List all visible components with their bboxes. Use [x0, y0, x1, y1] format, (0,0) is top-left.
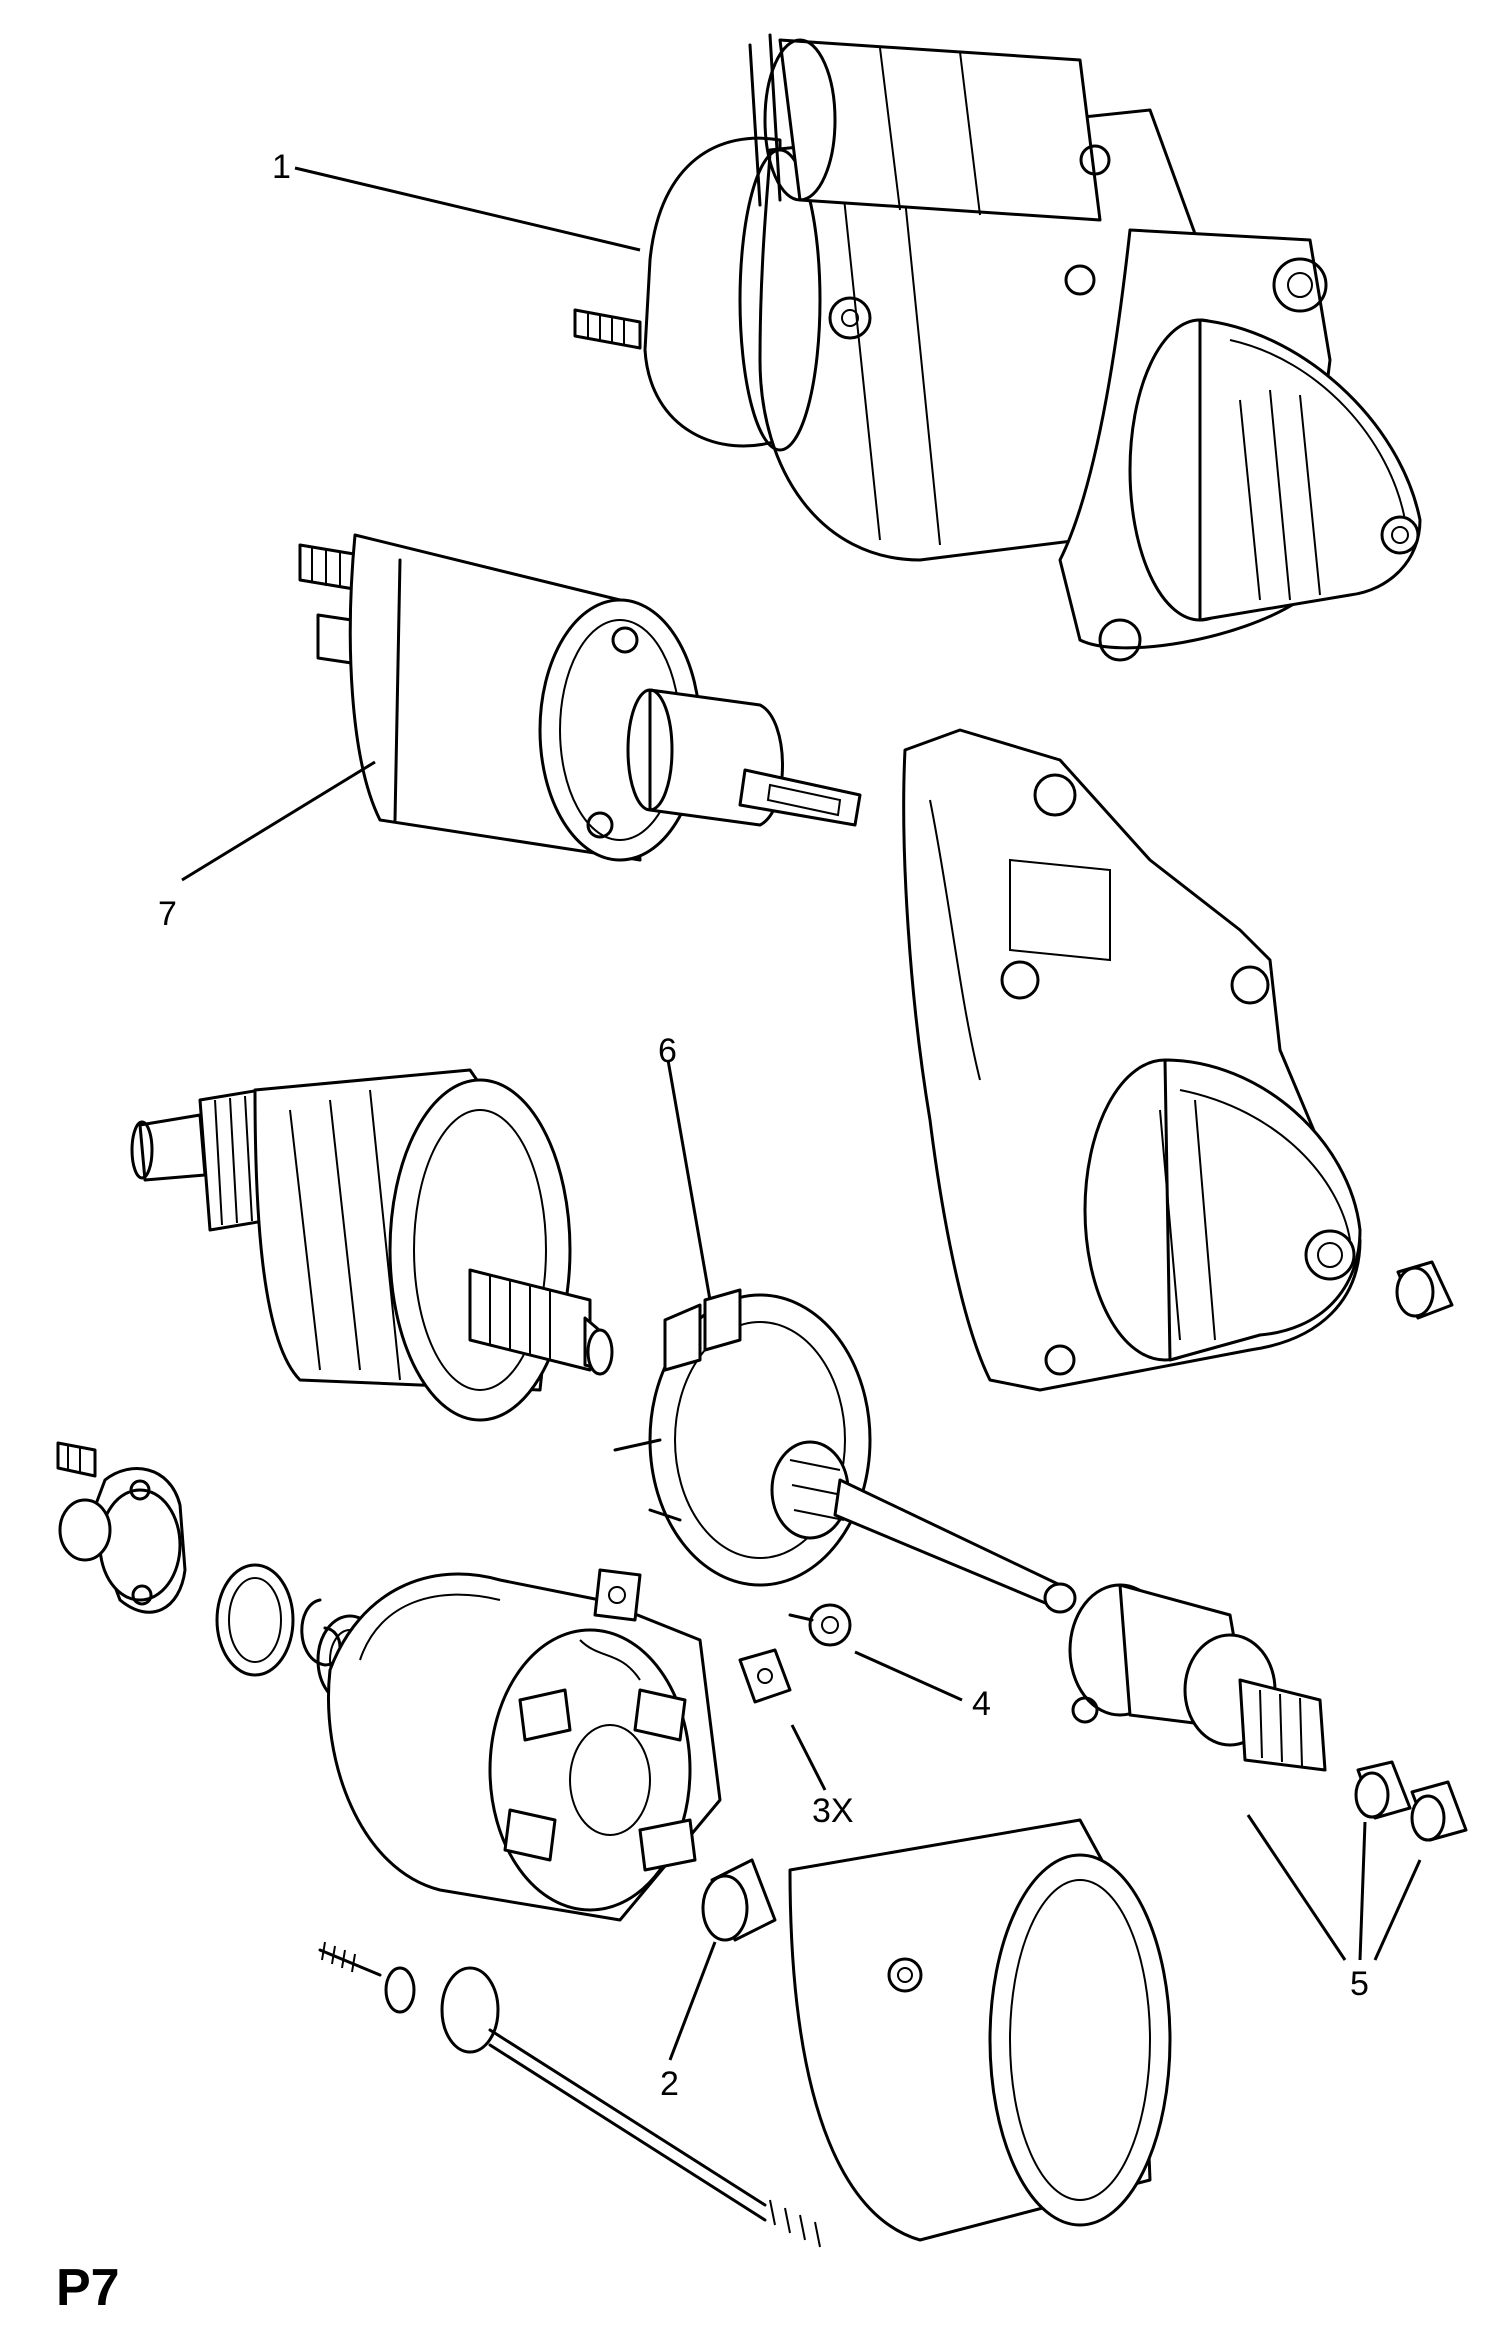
motor-yoke	[788, 1818, 1172, 2242]
brush-holder-end-shield	[327, 1568, 722, 1922]
small-bolt	[788, 1603, 852, 1647]
bushing	[701, 1858, 777, 1942]
leader-lines	[181, 166, 1422, 2061]
callout-6: 6	[658, 1032, 677, 1070]
solenoid-switch	[298, 533, 862, 862]
retaining-nut	[738, 1648, 792, 1704]
pinion-bushing-left	[1354, 1760, 1412, 1820]
callout-3x: 3X	[812, 1792, 854, 1830]
starter-motor-assembly	[573, 33, 1422, 662]
page-code: P7	[56, 2259, 120, 2317]
callout-4: 4	[972, 1685, 991, 1723]
callout-5: 5	[1350, 1965, 1369, 2003]
planetary-gear-carrier	[613, 1288, 1077, 1614]
pinion-bushing-right	[1410, 1780, 1468, 1842]
drive-end-bushing	[1395, 1260, 1454, 1320]
drive-pinion	[1068, 1583, 1327, 1772]
callout-2: 2	[660, 2065, 679, 2103]
callout-labels: 1 7 6 4 3X 2 5	[158, 148, 1369, 2103]
drive-end-housing	[902, 728, 1362, 1392]
callout-7: 7	[158, 895, 177, 933]
callout-1: 1	[272, 148, 291, 186]
through-bolt	[318, 1941, 821, 2248]
armature	[130, 1068, 614, 1422]
bearing-plate	[56, 1441, 187, 1614]
